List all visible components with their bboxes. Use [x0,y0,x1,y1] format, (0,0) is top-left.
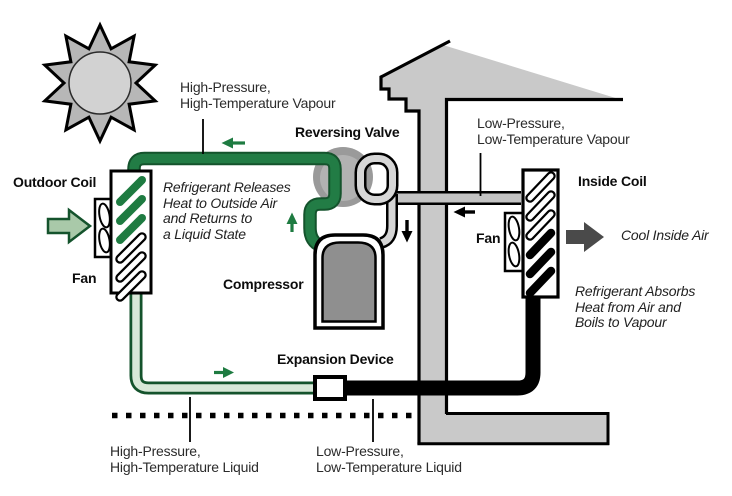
inside-coil [521,168,560,299]
flow-arrow-compressor-up-icon [286,212,298,232]
outdoor-coil-cold-slashes [115,232,147,302]
fan-outdoor-icon [93,197,115,259]
inside-coil-cold-slashes [525,171,556,241]
label-outdoor-coil: Outdoor Coil [13,174,97,190]
flow-arrow-vapour-into-valve-icon [453,206,475,218]
flow-arrow-liquid-right-icon [214,367,234,378]
label-expansion-device: Expansion Device [277,351,394,367]
outside-air-arrow-icon [46,207,93,245]
label-fan-outdoor: Fan [72,270,97,286]
label-refrigerant-absorbs: Refrigerant Absorbs Heat from Air and Bo… [575,283,696,330]
compressor [313,233,385,330]
expansion-device [313,375,347,401]
outdoor-coil [109,169,153,302]
label-reversing-valve: Reversing Valve [295,124,400,140]
label-inside-coil: Inside Coil [578,173,647,189]
pipe-high-pressure-vapour [127,151,342,253]
outdoor-coil-hot-slashes [116,176,146,244]
label-high-pressure-liquid: High-Pressure, High-Temperature Liquid [110,443,259,475]
house-outline [379,39,623,446]
label-compressor: Compressor [223,276,304,292]
inside-coil-hot-slashes [525,228,556,298]
reversing-valve-loop-pipe [354,152,399,249]
floor-fill [419,413,608,444]
label-fan-inside: Fan [476,230,501,246]
roof-wall-fill [381,45,622,443]
label-cool-inside-air: Cool Inside Air [621,227,709,243]
label-pointer-lines [189,119,482,442]
label-refrigerant-releases: Refrigerant Releases Heat to Outside Air… [163,179,291,242]
floor-outline [417,412,610,446]
flow-arrow-valve-down-icon [401,220,413,243]
roof-left-outline [379,39,451,444]
pipe-low-pressure-liquid [341,294,541,396]
cool-air-arrow-icon [566,222,604,252]
sun-icon [41,21,159,145]
ceiling-wall-outline [444,97,623,414]
flow-arrow-vapour-left-icon [221,137,245,149]
pipe-high-pressure-liquid [129,290,317,395]
label-low-pressure-liquid: Low-Pressure, Low-Temperature Liquid [316,443,462,475]
label-low-pressure-vapour: Low-Pressure, Low-Temperature Vapour [477,115,630,147]
label-high-pressure-vapour: High-Pressure, High-Temperature Vapour [180,79,336,111]
fan-inside-icon [503,211,525,273]
